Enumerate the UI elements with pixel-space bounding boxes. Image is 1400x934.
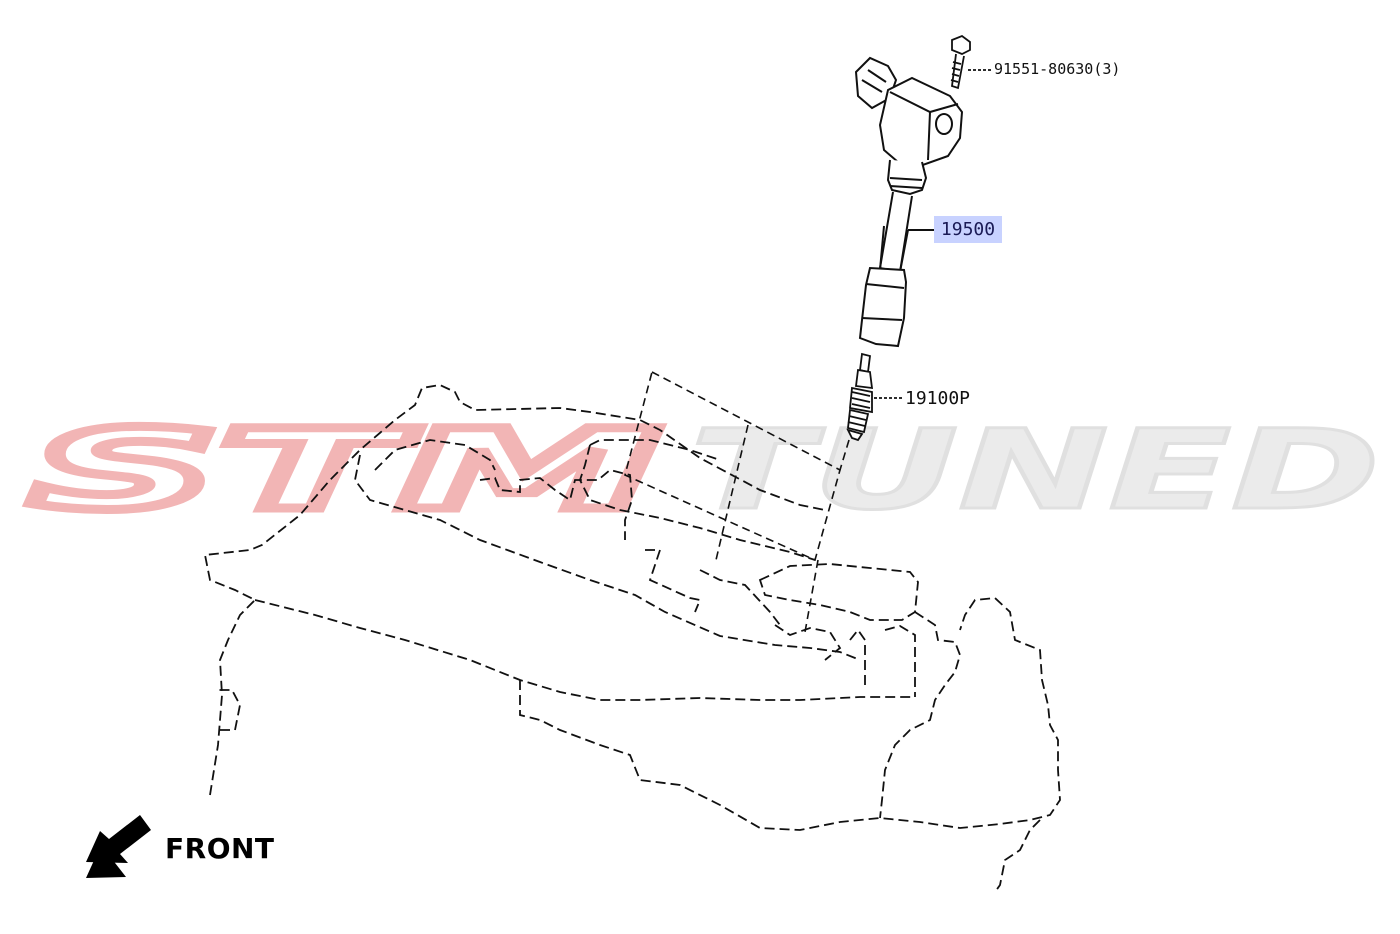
installation-guide-lines	[624, 370, 850, 633]
watermark-stm: STM	[30, 406, 660, 534]
ignition-coil-part-number[interactable]: 19500	[934, 216, 1002, 243]
bolt-part-number[interactable]: 91551-80630(3)	[994, 60, 1121, 78]
spark-plug[interactable]	[846, 352, 902, 442]
watermark-logo: STM TUNED	[26, 402, 1382, 539]
ignition-coil[interactable]	[854, 56, 964, 348]
spark-plug-part-number[interactable]: 19100P	[905, 388, 971, 409]
watermark-tuned: TUNED	[690, 406, 1380, 534]
arrow-left-down-icon	[86, 815, 151, 878]
front-direction-label: FRONT	[165, 832, 275, 865]
engine-outline	[203, 384, 1061, 893]
bolt[interactable]	[950, 34, 992, 90]
